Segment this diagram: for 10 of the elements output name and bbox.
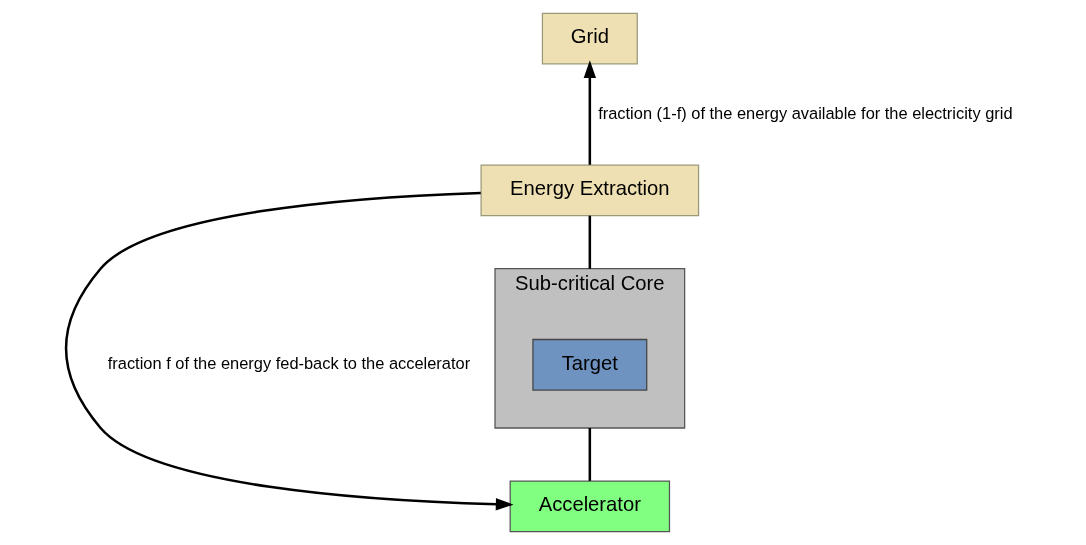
edge-label: fraction (1-f) of the energy available for the electricity grid: [597, 103, 1013, 122]
arrow: [583, 60, 596, 165]
node-box: Target: [531, 338, 647, 391]
node-box: Grid: [541, 12, 638, 65]
node-box: Accelerator: [509, 480, 670, 533]
edge-label: fraction f of the energy fed-back to the accelerator: [107, 354, 470, 373]
arrow: [64, 191, 514, 511]
connector: [588, 428, 591, 481]
connector: [588, 215, 591, 269]
node-box: Energy Extraction: [479, 164, 699, 217]
